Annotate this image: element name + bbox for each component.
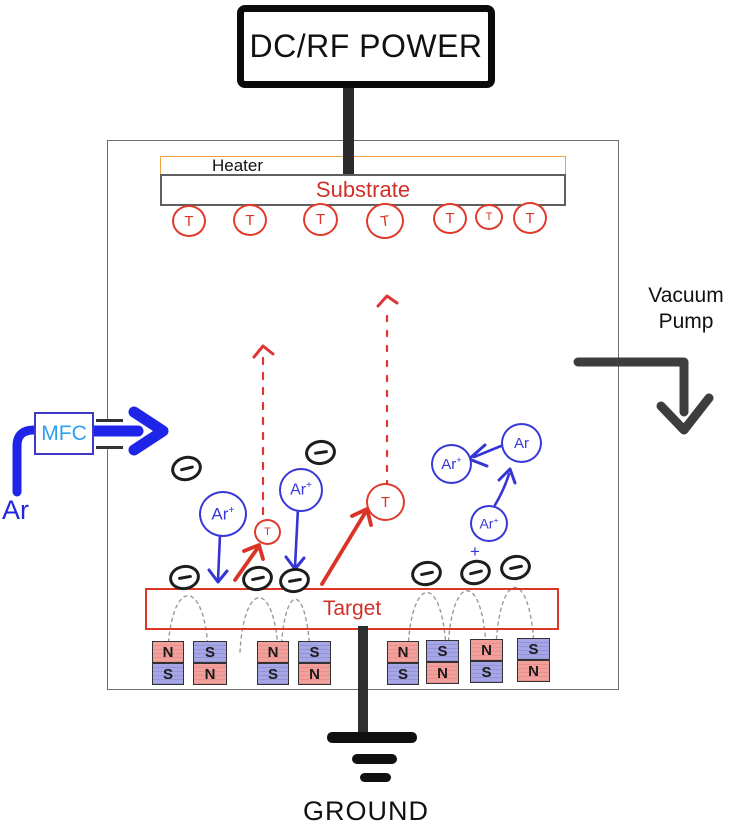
gas-port-tick-bottom	[96, 446, 123, 449]
substrate-label: Substrate	[315, 177, 411, 202]
mfc-box: MFC	[34, 412, 94, 455]
ground-label: GROUND	[303, 796, 429, 826]
substrate-box: Substrate	[160, 174, 566, 206]
argon-ion: Ar+	[199, 491, 247, 537]
power-supply-box: DC/RF POWER	[237, 5, 495, 88]
vacuum-pump-label: Vacuum Pump	[648, 284, 724, 334]
argon-atom: Ar	[501, 423, 542, 463]
gas-port-tick-top	[96, 419, 123, 422]
deposited-atom: T	[513, 202, 547, 234]
deposited-atom: T	[233, 204, 267, 236]
mfc-label: MFC	[41, 421, 87, 445]
gas-inlet-arrow	[86, 406, 169, 456]
argon-ion: Ar+	[279, 468, 323, 512]
deposited-atom: T	[303, 203, 338, 236]
deposited-atom: T	[433, 203, 467, 234]
sputtered-atom-trajectories	[252, 294, 399, 516]
vacuum-pump-arrow	[573, 357, 714, 435]
deposited-atom: T	[475, 204, 503, 230]
sputtered-atom: T	[366, 483, 405, 521]
argon-supply-line	[12, 425, 39, 497]
plus-sign: +	[470, 542, 480, 561]
ground-line	[358, 626, 368, 738]
ground-bar-1	[327, 732, 417, 743]
heater-label: Heater	[212, 156, 264, 175]
deposited-atom: T	[172, 205, 206, 237]
ground-bar-2	[352, 754, 397, 764]
target-label: Target	[322, 597, 382, 620]
argon-gas-label: Ar	[2, 495, 29, 525]
target-box: Target	[145, 588, 559, 630]
power-line	[343, 84, 354, 174]
power-supply-label: DC/RF POWER	[249, 28, 483, 64]
argon-ion: Ar+	[431, 444, 472, 484]
sputtered-atom: T	[254, 519, 281, 545]
ground-bar-3	[360, 773, 391, 782]
argon-ion: Ar+	[470, 505, 508, 542]
ejected-atom-arrows	[233, 507, 373, 586]
